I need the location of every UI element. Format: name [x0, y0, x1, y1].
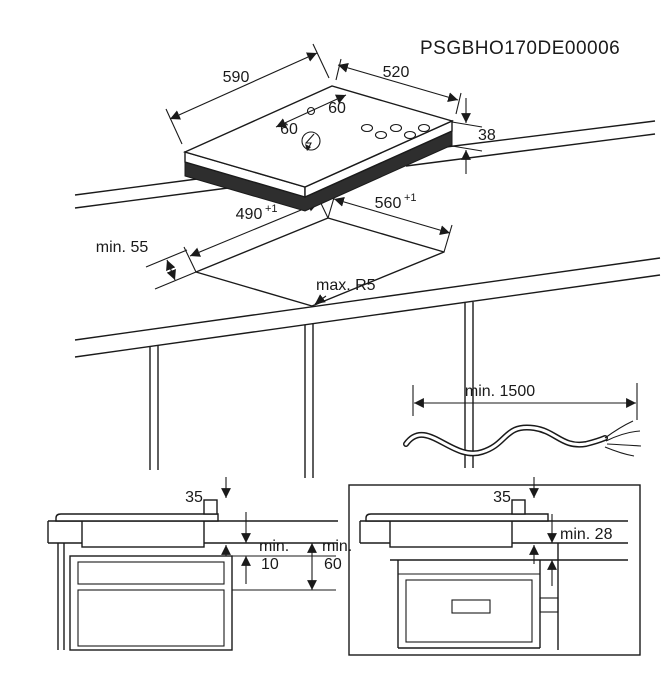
drawer-cabinet — [57, 543, 233, 651]
dimension-cutout-depth: 490 +1 — [183, 192, 329, 273]
cabinet-legs — [149, 302, 474, 478]
dimension-min-clearance-60: min. 60 — [307, 538, 352, 590]
countertop-edges — [74, 120, 661, 358]
dimension-hob-depth: 520 — [335, 58, 462, 115]
hob-isometric-view: 60 60 590 520 38 — [165, 43, 496, 212]
corner-radius-label: max. R5 — [316, 277, 376, 294]
cutout-width-label: 560 — [375, 195, 402, 212]
part-number: PSGBHO170DE00006 — [420, 38, 620, 59]
min-gap-10-label: min. — [259, 538, 289, 555]
hob-height-label: 38 — [478, 127, 496, 144]
worktop-cutout: 490 +1 560 +1 min. 55 max. R5 — [96, 190, 453, 307]
oven-handle — [451, 599, 491, 614]
dimension-hob-depth-below-worktop: 35 — [185, 477, 231, 564]
cutout-depth-label: 490 — [236, 206, 263, 223]
drawer-front-bottom — [77, 589, 225, 647]
drawer-installation-detail: 35 min. 10 min. 60 — [47, 477, 352, 651]
drawer-hob-depth-label: 35 — [185, 489, 203, 506]
dimension-hob-depth-oven: 35 — [493, 477, 539, 564]
cutout-depth-tolerance: +1 — [265, 203, 278, 215]
built-in-oven — [390, 543, 628, 650]
dimension-corner-radius: max. R5 — [314, 277, 376, 305]
power-connection-icon — [301, 131, 321, 151]
hob-connection-box-oven — [511, 499, 526, 515]
dimension-hob-width: 590 — [165, 43, 330, 145]
drawer-front-top — [77, 561, 225, 585]
oven-side-latch — [539, 597, 559, 613]
min-gap-28-label: min. 28 — [560, 526, 613, 543]
hob-depth-label: 520 — [383, 64, 410, 81]
mains-cable-drawing — [403, 420, 642, 457]
min-clearance-60-value: 60 — [324, 556, 342, 573]
min-edge-label: min. 55 — [96, 239, 149, 256]
hob-connection-box — [203, 499, 218, 515]
dimension-min-gap-28: min. 28 — [547, 514, 613, 586]
oven-door — [405, 579, 533, 643]
min-gap-10-value: 10 — [261, 556, 279, 573]
cutout-width-tolerance: +1 — [404, 192, 417, 204]
dimension-hob-height: 38 — [451, 98, 496, 174]
oven-installation-detail: 35 min. 28 — [348, 477, 641, 656]
dimension-min-edge-distance: min. 55 — [96, 239, 197, 290]
cable-length-label: min. 1500 — [465, 383, 535, 400]
dimension-min-gap-10: min. 10 — [241, 512, 289, 584]
hob-width-label: 590 — [223, 69, 250, 86]
min-clearance-60-label: min. — [322, 538, 352, 555]
cable-offset-left-label: 60 — [280, 121, 298, 138]
cable-length-detail: min. 1500 — [403, 383, 642, 457]
cable-offset-right-label: 60 — [328, 100, 346, 117]
hob-control-knobs — [360, 123, 431, 140]
dimension-cutout-width: 560 +1 — [327, 190, 453, 253]
oven-hob-depth-label: 35 — [493, 489, 511, 506]
